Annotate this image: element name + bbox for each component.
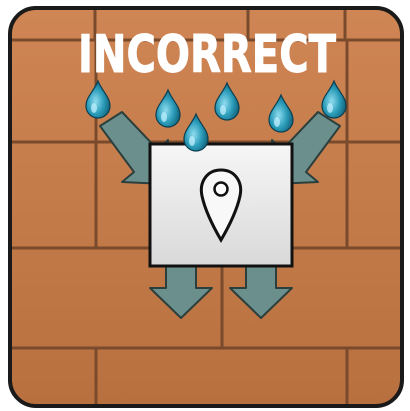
wall-fixture (150, 144, 292, 266)
diagram-title: INCORRECT (78, 25, 336, 85)
